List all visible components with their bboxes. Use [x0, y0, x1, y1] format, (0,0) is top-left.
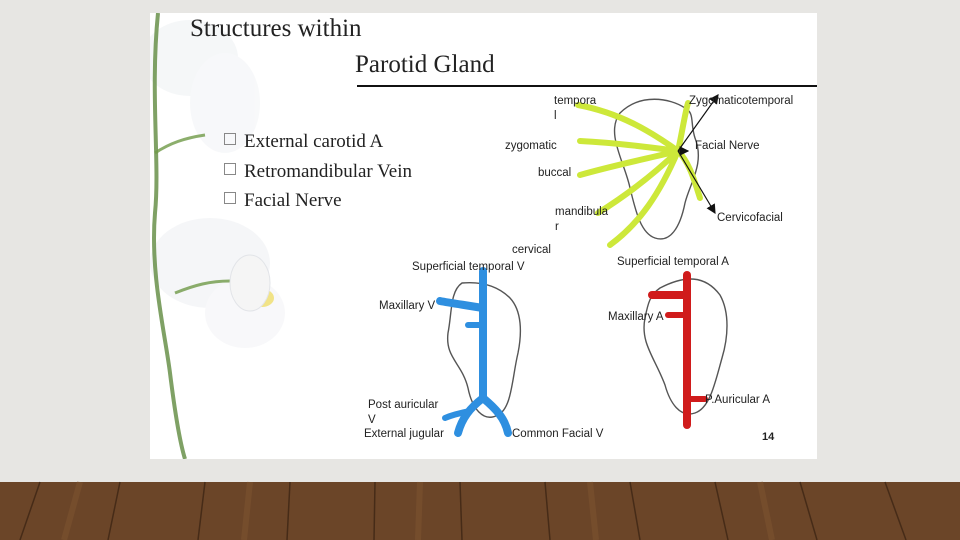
label-common-facial-v: Common Facial V: [512, 428, 604, 440]
label-post-auricular-v: Post auricular: [368, 399, 438, 411]
page-number: 14: [762, 431, 775, 443]
label-facial-nerve: Facial Nerve: [695, 140, 760, 152]
label-zygomaticotemporal: Zygomaticotemporal: [689, 95, 793, 107]
label-superficial-temporal-v: Superficial temporal V: [412, 261, 525, 273]
label-p-auricular-a: P.Auricular A: [705, 394, 770, 406]
label-temporal: tempora: [554, 95, 597, 107]
label-mandibular: mandibula: [555, 206, 609, 218]
label-mandibular-cont: r: [555, 221, 559, 233]
label-temporal-cont: l: [554, 110, 557, 122]
retromandibular-vein-diagram: Superficial temporal V Maxillary V Post …: [364, 261, 604, 440]
label-zygomatic: zygomatic: [505, 140, 557, 152]
label-cervical: cervical: [512, 244, 551, 256]
anatomy-diagram: tempora l Zygomaticotemporal zygomatic F…: [150, 13, 817, 459]
label-superficial-temporal-a: Superficial temporal A: [617, 256, 729, 268]
facial-nerve-diagram: tempora l Zygomaticotemporal zygomatic F…: [505, 95, 793, 256]
external-carotid-artery-diagram: Superficial temporal A Maxillary A P.Aur…: [608, 256, 770, 425]
label-maxillary-v: Maxillary V: [379, 300, 436, 312]
label-external-jugular: External jugular: [364, 428, 444, 440]
slide: Structures within Parotid Gland External…: [150, 13, 817, 459]
label-maxillary-a: Maxillary A: [608, 311, 664, 323]
label-cervicofacial: Cervicofacial: [717, 212, 783, 224]
label-post-auricular-v-cont: V: [368, 414, 376, 426]
maxillary-vein: [440, 301, 483, 308]
common-facial-vein: [483, 398, 508, 433]
label-buccal: buccal: [538, 167, 571, 179]
